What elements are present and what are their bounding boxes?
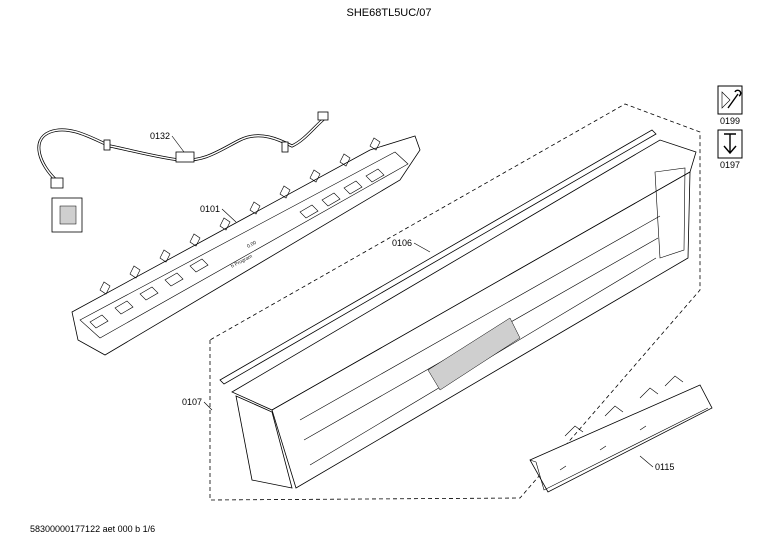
front-panel[interactable] [231, 139, 697, 489]
svg-text:0106: 0106 [392, 238, 412, 248]
control-module[interactable]: 0.00 h Program [71, 135, 421, 356]
wiring-harness[interactable] [37, 111, 329, 189]
svg-text:0132: 0132 [150, 131, 170, 141]
control-module-tabs [99, 137, 381, 295]
down-arrow-icon [723, 133, 737, 155]
svg-text:0115: 0115 [655, 462, 674, 472]
label-0101: 0101 [200, 204, 237, 223]
handle-bracket[interactable] [529, 375, 713, 493]
label-0132: 0132 [150, 131, 185, 153]
legend-wrench[interactable]: 0199 [717, 85, 743, 126]
legend-code-0197: 0197 [720, 160, 740, 170]
label-0107: 0107 [182, 397, 213, 411]
footer-code: 58300000177122 aet 000 b 1/6 [30, 524, 155, 534]
legend-code-0199: 0199 [720, 116, 740, 126]
svg-text:0101: 0101 [200, 204, 220, 214]
panel-group-outline [209, 103, 701, 501]
svg-text:0107: 0107 [182, 397, 202, 407]
control-module-buttons [89, 168, 385, 329]
trim-strip[interactable] [219, 129, 657, 385]
label-0115: 0115 [639, 455, 674, 472]
wrench-icon [721, 89, 742, 109]
display-digits: 0.00 [246, 240, 258, 250]
display-window [427, 317, 521, 391]
label-0106: 0106 [392, 238, 431, 253]
model-title: SHE68TL5UC/07 [347, 7, 432, 19]
connector-block[interactable] [51, 197, 83, 233]
legend-arrow[interactable]: 0197 [717, 129, 743, 170]
